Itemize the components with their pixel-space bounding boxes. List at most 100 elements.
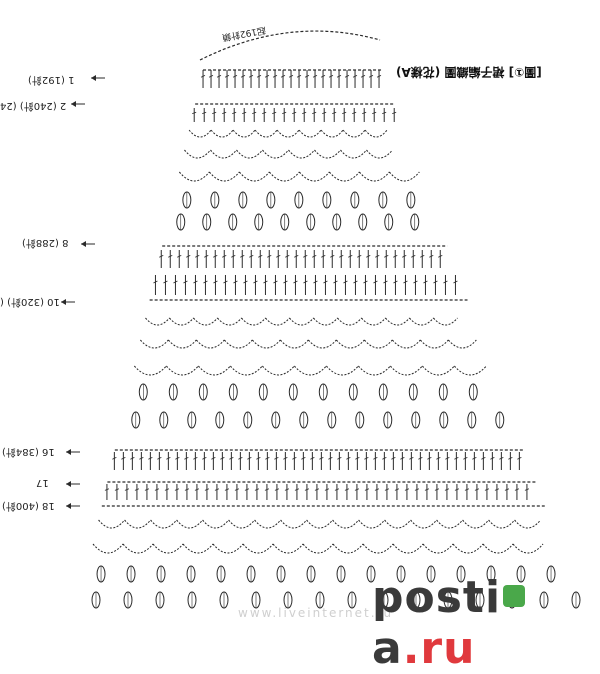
chain-arc xyxy=(208,171,240,182)
dc-stitch xyxy=(208,75,214,78)
dc-stitch xyxy=(343,280,348,284)
chain-arc xyxy=(229,365,263,376)
dc-stitch xyxy=(348,255,353,258)
row-label-16: 16 (384針) xyxy=(2,446,55,457)
dc-stitch xyxy=(383,280,388,284)
dc-stitch xyxy=(114,488,120,491)
dc-stitch xyxy=(322,111,327,114)
dc-stitch xyxy=(166,457,171,460)
dc-stitch xyxy=(148,457,153,460)
dc-stitch xyxy=(328,75,334,78)
chain-arc xyxy=(133,365,167,376)
dc-stitch xyxy=(330,255,335,258)
dc-stitch xyxy=(499,457,504,460)
dc-stitch xyxy=(334,488,340,491)
chain-arc xyxy=(302,543,334,554)
row-arrow-head xyxy=(71,101,76,107)
dc-stitch xyxy=(312,111,317,114)
chain-arc xyxy=(242,543,274,554)
dc-stitch xyxy=(121,457,126,460)
chain-arc xyxy=(254,129,278,138)
dc-stitch xyxy=(443,280,448,284)
dc-stitch xyxy=(274,457,279,460)
dc-stitch xyxy=(112,457,117,460)
chain-arc xyxy=(265,317,290,326)
dc-stitch xyxy=(304,488,310,491)
dc-stitch xyxy=(342,111,347,114)
chain-arc xyxy=(421,365,455,376)
chain-arc xyxy=(276,129,300,138)
dc-stitch xyxy=(222,111,227,114)
chain-arc xyxy=(182,543,214,554)
dc-stitch xyxy=(256,75,262,78)
dc-stitch xyxy=(204,255,209,258)
chain-arc xyxy=(178,171,210,182)
dc-stitch xyxy=(233,280,238,284)
dc-stitch xyxy=(238,457,243,460)
dc-stitch xyxy=(294,488,300,491)
chain-arc xyxy=(92,543,124,554)
chain-arc xyxy=(332,543,364,554)
row-label-10: 10 (320針) ( xyxy=(0,296,60,307)
dc-stitch xyxy=(280,75,286,78)
dc-stitch xyxy=(192,111,197,114)
chain-arc xyxy=(293,365,327,376)
dc-stitch xyxy=(393,280,398,284)
dc-stitch xyxy=(364,457,369,460)
chain-arc xyxy=(261,365,295,376)
chain-arc xyxy=(320,129,344,138)
chain-arc xyxy=(288,149,315,159)
chain-arc xyxy=(488,519,515,529)
dc-stitch xyxy=(393,255,398,258)
dc-stitch xyxy=(220,457,225,460)
chain-arc xyxy=(389,365,423,376)
dc-stitch xyxy=(229,457,234,460)
row-arrow-head xyxy=(61,299,66,305)
chain-arc xyxy=(325,365,359,376)
chain-arc xyxy=(98,519,125,529)
chain-arc xyxy=(358,519,385,529)
dc-stitch xyxy=(258,255,263,258)
dc-stitch xyxy=(231,255,236,258)
dc-stitch xyxy=(214,488,220,491)
chain-arc xyxy=(212,543,244,554)
dc-stitch xyxy=(409,457,414,460)
dc-stitch xyxy=(337,457,342,460)
chain-arc xyxy=(419,339,449,349)
dc-stitch xyxy=(364,488,370,491)
chain-arc xyxy=(210,129,234,138)
chain-arc xyxy=(385,317,410,326)
dc-stitch xyxy=(240,75,246,78)
dc-stitch xyxy=(423,280,428,284)
row-label-17: 17 xyxy=(36,477,49,488)
dc-stitch xyxy=(333,280,338,284)
chain-arc xyxy=(358,171,390,182)
dc-stitch xyxy=(157,457,162,460)
dc-stitch xyxy=(273,280,278,284)
dc-stitch xyxy=(384,488,390,491)
chain-arc xyxy=(167,339,197,349)
dc-stitch xyxy=(352,75,358,78)
dc-stitch xyxy=(264,488,270,491)
chain-arc xyxy=(202,519,229,529)
dc-stitch xyxy=(302,111,307,114)
dc-stitch xyxy=(222,255,227,258)
chain-arc xyxy=(514,519,541,529)
chain-arc xyxy=(193,317,218,326)
dc-stitch xyxy=(284,488,290,491)
dc-stitch xyxy=(272,75,278,78)
chain-arc xyxy=(289,317,314,326)
dc-stitch xyxy=(234,488,240,491)
dc-stitch xyxy=(418,457,423,460)
chain-arc xyxy=(340,149,367,159)
dc-stitch xyxy=(433,280,438,284)
dc-stitch xyxy=(285,255,290,258)
dc-stitch xyxy=(256,457,261,460)
dc-stitch xyxy=(153,280,158,284)
chain-arc xyxy=(165,365,199,376)
dc-stitch xyxy=(186,255,191,258)
dc-stitch xyxy=(248,75,254,78)
row-label-1: 1 (192針) xyxy=(28,74,75,85)
chain-arc xyxy=(272,543,304,554)
chain-arc xyxy=(512,543,544,554)
